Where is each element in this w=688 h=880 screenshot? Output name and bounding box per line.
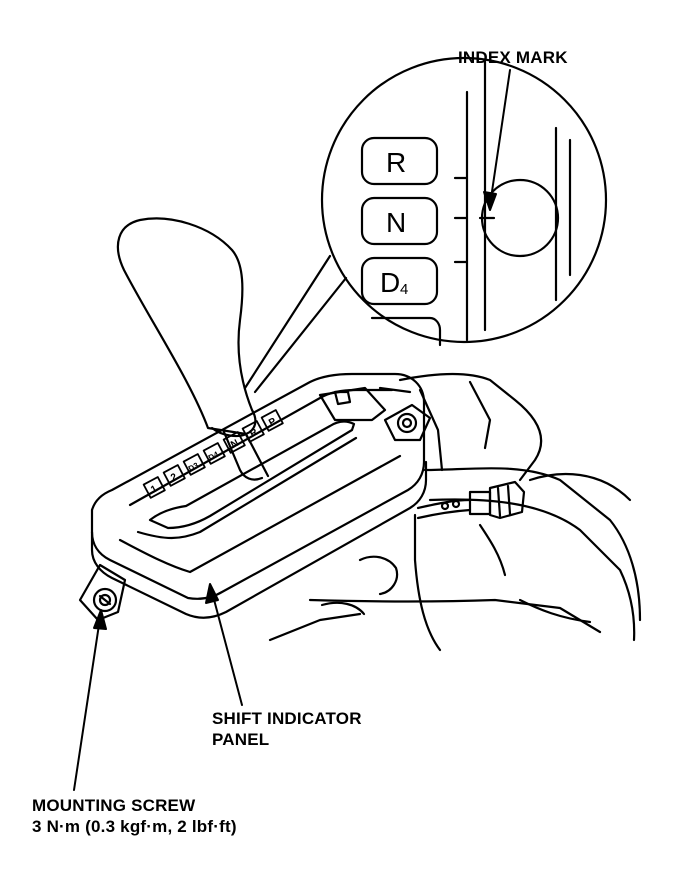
detail-label-r: R [386, 147, 406, 178]
gear-mark-d3: D3 [187, 460, 201, 473]
shift-lever [116, 217, 270, 481]
detail-label-d: D [380, 267, 400, 298]
detail-label-n: N [386, 207, 406, 238]
cable-connector [416, 480, 526, 520]
gear-tile-2 [162, 464, 186, 487]
gear-mark-1: 1 [149, 483, 159, 496]
screw-leader [73, 617, 101, 791]
shift-panel-line1: SHIFT INDICATOR [212, 709, 362, 728]
shift-indicator-panel-label: SHIFT INDICATOR PANEL [212, 708, 362, 750]
panel-leader [211, 591, 243, 706]
mounting-screw-line1: MOUNTING SCREW [32, 796, 196, 815]
gear-mark-p: P [267, 416, 278, 429]
index-mark-text: INDEX MARK [458, 48, 568, 67]
screw-arrowhead [93, 609, 107, 630]
mounting-screw-label: MOUNTING SCREW 3 N·m (0.3 kgf·m, 2 lbf·f… [32, 795, 237, 837]
detail-tile-d4 [360, 256, 439, 306]
leader-arrows [73, 69, 511, 791]
shift-panel-line2: PANEL [212, 730, 270, 749]
detail-view [243, 56, 608, 394]
detail-tile-n [360, 196, 439, 246]
panel-arrowhead [205, 583, 219, 604]
gear-tile-d4 [202, 442, 226, 465]
gear-tile-1 [142, 476, 166, 499]
shift-indicator-panel [90, 372, 428, 619]
gear-mark-n: N [229, 438, 241, 451]
index-mark-leader [489, 69, 511, 206]
detail-interior [360, 58, 572, 347]
gear-tile-d3 [182, 453, 206, 476]
gear-mark-d4: D4 [207, 449, 221, 462]
index-mark-label: INDEX MARK [458, 47, 568, 68]
mounting-screw-torque: 3 N·m (0.3 kgf·m, 2 lbf·ft) [32, 817, 237, 836]
detail-label-4: 4 [400, 281, 408, 298]
index-mark-arrowhead [483, 191, 497, 211]
detail-circle [320, 56, 608, 344]
console-body [268, 372, 642, 652]
gear-tile-p [260, 409, 284, 432]
front-mounting-screw [78, 563, 127, 622]
gear-mark-2: 2 [169, 471, 179, 484]
detail-tile-r [360, 136, 439, 186]
